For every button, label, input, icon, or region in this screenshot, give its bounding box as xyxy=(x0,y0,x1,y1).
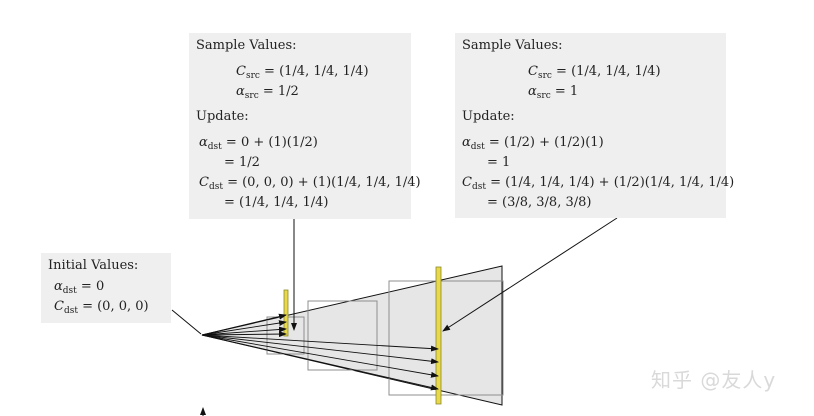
sample-1-csrc-line: Csrc = (1/4, 1/4, 1/4) xyxy=(236,62,369,82)
ray-8 xyxy=(201,334,439,391)
sample-1-cdst-line: Cdst = (0, 0, 0) + (1)(1/4, 1/4, 1/4) xyxy=(199,173,421,193)
sample-1-cdst-result: = (1/4, 1/4, 1/4) xyxy=(224,195,329,210)
initial-values-header: Initial Values: xyxy=(48,258,139,273)
adst-symbol: α xyxy=(462,135,471,150)
asrc-subscript: src xyxy=(536,91,551,101)
leader-initial xyxy=(171,309,202,335)
csrc-value: = (1/4, 1/4, 1/4) xyxy=(259,64,369,79)
sample-1-asrc-line: αsrc = 1/2 xyxy=(236,82,299,102)
cdst-subscript: dst xyxy=(208,182,223,192)
ray-6 xyxy=(201,334,439,365)
sample-1-adst-line: αdst = 0 + (1)(1/2) xyxy=(199,133,318,153)
color-value: = (0, 0, 0) xyxy=(77,299,149,314)
csrc-subscript: src xyxy=(537,71,552,81)
cdst-symbol: C xyxy=(199,175,209,190)
sample-2-csrc-line: Csrc = (1/4, 1/4, 1/4) xyxy=(528,62,661,82)
color-symbol: C xyxy=(54,299,64,314)
adst-expression: = (1/2) + (1/2)(1) xyxy=(484,135,604,150)
sample-2-box: Sample Values: Csrc = (1/4, 1/4, 1/4) αs… xyxy=(455,33,734,218)
adst-subscript: dst xyxy=(207,142,222,152)
alpha-subscript: dst xyxy=(62,286,77,296)
sample-2-adst-result: = 1 xyxy=(487,155,511,170)
initial-alpha-line: αdst = 0 xyxy=(54,277,104,297)
adst-expression: = 0 + (1)(1/2) xyxy=(221,135,318,150)
color-subscript: dst xyxy=(63,306,78,316)
sample-2-adst-line: αdst = (1/2) + (1/2)(1) xyxy=(462,133,604,153)
ray-2 xyxy=(201,320,287,336)
ray-1 xyxy=(201,313,287,336)
leader-sample-2 xyxy=(442,217,618,332)
sample-rays xyxy=(201,313,439,391)
large-voxel-frame xyxy=(388,280,504,396)
ray-5 xyxy=(201,334,439,352)
sample-2-update-header: Update: xyxy=(462,109,515,124)
sample-2-cdst-line: Cdst = (1/4, 1/4, 1/4) + (1/2)(1/4, 1/4,… xyxy=(462,173,734,193)
ray-7 xyxy=(201,334,439,378)
csrc-symbol: C xyxy=(528,64,538,79)
sample-1-adst-result: = 1/2 xyxy=(224,155,260,170)
adst-subscript: dst xyxy=(470,142,485,152)
asrc-subscript: src xyxy=(244,91,259,101)
ray-3 xyxy=(201,326,287,336)
alpha-symbol: α xyxy=(54,279,63,294)
initial-color-line: Cdst = (0, 0, 0) xyxy=(54,297,149,317)
initial-values-box: Initial Values: αdst = 0 Cdst = (0, 0, 0… xyxy=(41,253,171,323)
sample-2-header: Sample Values: xyxy=(462,38,563,53)
cdst-expression: = (1/4, 1/4, 1/4) + (1/2)(1/4, 1/4, 1/4) xyxy=(485,175,735,190)
alpha-value: = 0 xyxy=(76,279,105,294)
asrc-symbol: α xyxy=(528,84,537,99)
sample-slab-2 xyxy=(435,266,442,405)
sample-1-update-header: Update: xyxy=(196,109,249,124)
sample-2-cdst-result: = (3/8, 3/8, 3/8) xyxy=(487,195,592,210)
csrc-value: = (1/4, 1/4, 1/4) xyxy=(551,64,661,79)
asrc-value: = 1/2 xyxy=(258,84,299,99)
watermark: 知乎 @友人y xyxy=(651,368,777,392)
medium-voxel-frame xyxy=(307,300,378,371)
cdst-subscript: dst xyxy=(471,182,486,192)
sample-2-asrc-line: αsrc = 1 xyxy=(528,82,578,102)
csrc-subscript: src xyxy=(245,71,260,81)
asrc-value: = 1 xyxy=(550,84,579,99)
csrc-symbol: C xyxy=(236,64,246,79)
ray-4 xyxy=(201,331,287,338)
asrc-symbol: α xyxy=(236,84,245,99)
sample-1-header: Sample Values: xyxy=(196,38,297,53)
view-frustum xyxy=(201,265,503,406)
cdst-expression: = (0, 0, 0) + (1)(1/4, 1/4, 1/4) xyxy=(222,175,421,190)
adst-symbol: α xyxy=(199,135,208,150)
sample-1-box: Sample Values: Csrc = (1/4, 1/4, 1/4) αs… xyxy=(189,33,421,219)
cdst-symbol: C xyxy=(462,175,472,190)
